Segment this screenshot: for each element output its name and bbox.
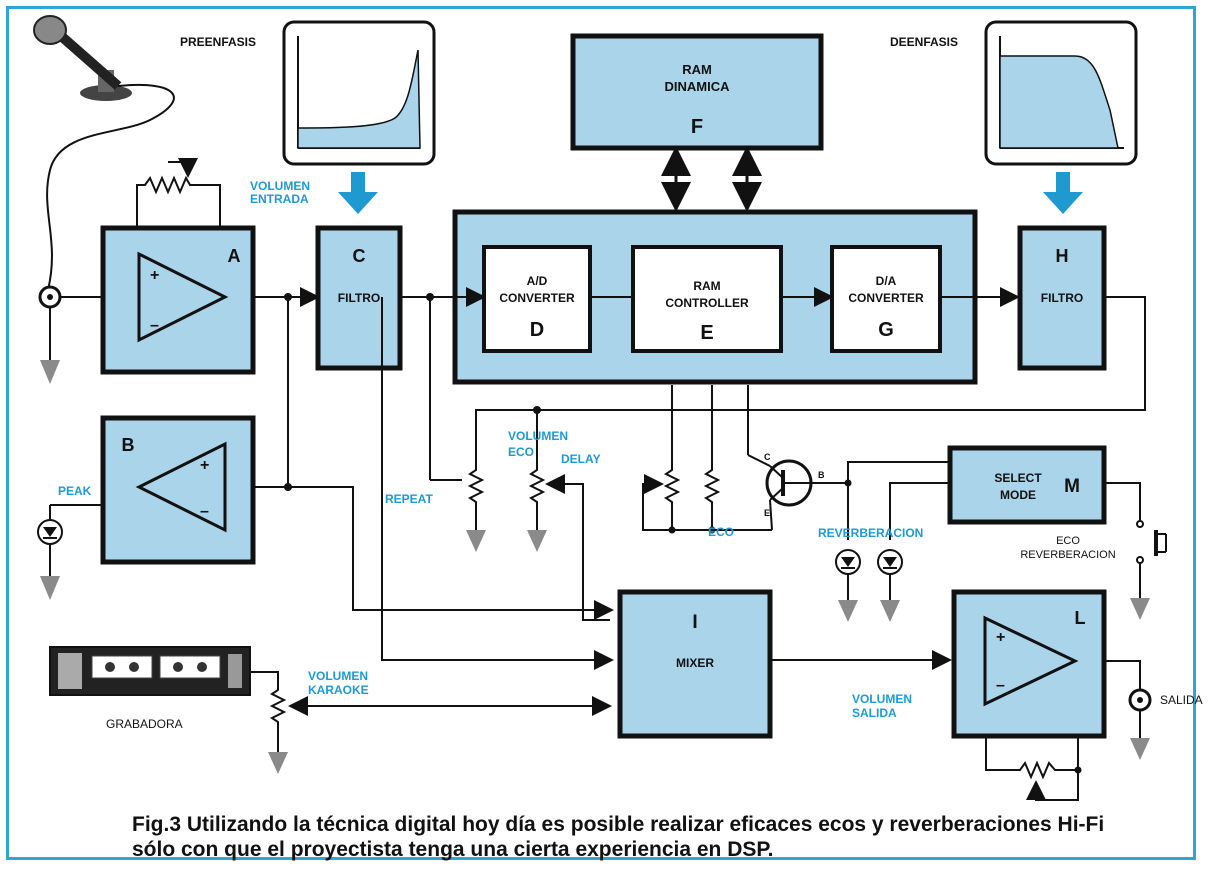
reverberacion-led-icon [835, 549, 861, 622]
microphone-icon [33, 15, 175, 291]
figure-caption: Fig.3 Utilizando la técnica digital hoy … [132, 813, 1105, 861]
volumen-eco-label: VOLUMEN [508, 429, 568, 443]
filtro-c-label: FILTRO [338, 291, 380, 305]
minus-sign: – [200, 503, 209, 520]
eco-reverberacion-label: REVERBERACION [1020, 549, 1115, 561]
transistor-b-label: B [818, 470, 825, 480]
feedback-potentiometer-icon [136, 158, 221, 228]
select-mode-label: SELECT [994, 471, 1042, 485]
eco-potentiometer-icon [527, 465, 547, 552]
preenfasis-label: PREENFASIS [180, 35, 256, 49]
da-converter-block [830, 245, 942, 353]
block-letter-l: L [1075, 608, 1086, 628]
ram-controller-block [631, 245, 783, 353]
deenfasis-graph [984, 20, 1138, 166]
block-letter-g: G [878, 319, 894, 341]
karaoke-potentiometer-icon [250, 671, 612, 774]
plus-sign: + [996, 629, 1005, 646]
arrow-down-icon [1043, 172, 1083, 214]
ram-controller-label: CONTROLLER [665, 296, 749, 310]
ram-controller-label: RAM [693, 279, 720, 293]
ad-label: CONVERTER [499, 291, 575, 305]
opamp-l-symbol [983, 615, 1079, 707]
output-feedback-potentiometer-icon [985, 736, 1082, 801]
eco-reverberacion-label: ECO [1056, 535, 1080, 547]
delay-label: DELAY [561, 452, 601, 466]
mixer-label: MIXER [676, 656, 714, 670]
ram-dinamica-label: DINAMICA [665, 79, 731, 94]
mixer-block [617, 589, 773, 739]
eco-label: ECO [708, 525, 734, 539]
da-label: CONVERTER [848, 291, 924, 305]
block-letter-d: D [530, 319, 544, 341]
volumen-salida-label: VOLUMEN [852, 692, 912, 706]
volumen-eco-label: ECO [508, 445, 534, 459]
block-letter-h: H [1056, 246, 1069, 266]
block-letter-c: C [353, 246, 366, 266]
transistor-e-label: E [764, 508, 770, 518]
volumen-entrada-label: VOLUMEN [250, 179, 310, 193]
opamp-b-symbol [135, 441, 227, 533]
reverberacion-label: REVERBERACION [818, 526, 923, 540]
peak-led-icon [37, 504, 103, 600]
tape-recorder-icon [49, 646, 251, 696]
volumen-karaoke-label: KARAOKE [308, 683, 369, 697]
ram-dinamica-label: RAM [682, 62, 712, 77]
grabadora-label: GRABADORA [106, 717, 183, 731]
ram-dinamica-block [570, 33, 824, 151]
da-label: D/A [876, 274, 897, 288]
volumen-salida-label: SALIDA [852, 706, 897, 720]
input-jack-icon [38, 285, 62, 384]
mode-switch-icon [1104, 482, 1167, 620]
transistor-icon [747, 454, 848, 531]
block-letter-i: I [692, 612, 697, 633]
deenfasis-label: DEENFASIS [890, 35, 958, 49]
opamp-a-symbol [137, 251, 229, 343]
eco-led-icon [877, 549, 903, 622]
output-jack-icon [1104, 660, 1152, 760]
preenfasis-graph [282, 20, 436, 166]
ad-label: A/D [527, 274, 548, 288]
plus-sign: + [200, 457, 209, 474]
block-letter-m: M [1064, 476, 1080, 497]
block-letter-b: B [122, 435, 135, 455]
filtro-c-block [315, 225, 403, 371]
ad-converter-block [482, 245, 592, 353]
plus-sign: + [150, 267, 159, 284]
block-letter-e: E [700, 322, 713, 344]
volumen-entrada-label: ENTRADA [250, 192, 309, 206]
select-mode-label: MODE [1000, 488, 1036, 502]
block-letter-f: F [691, 116, 703, 138]
peak-label: PEAK [58, 484, 92, 498]
salida-label: SALIDA [1160, 693, 1203, 707]
filtro-h-label: FILTRO [1041, 291, 1083, 305]
repeat-label: REPEAT [385, 492, 433, 506]
transistor-c-label: C [764, 452, 771, 462]
volumen-karaoke-label: VOLUMEN [308, 669, 368, 683]
select-mode-block [947, 445, 1107, 525]
minus-sign: – [996, 677, 1005, 694]
block-letter-a: A [228, 246, 241, 266]
minus-sign: – [150, 317, 159, 334]
eco-network [642, 465, 772, 534]
arrow-down-icon [338, 172, 378, 214]
figure-frame [6, 6, 1196, 860]
repeat-potentiometer-icon [466, 465, 486, 552]
